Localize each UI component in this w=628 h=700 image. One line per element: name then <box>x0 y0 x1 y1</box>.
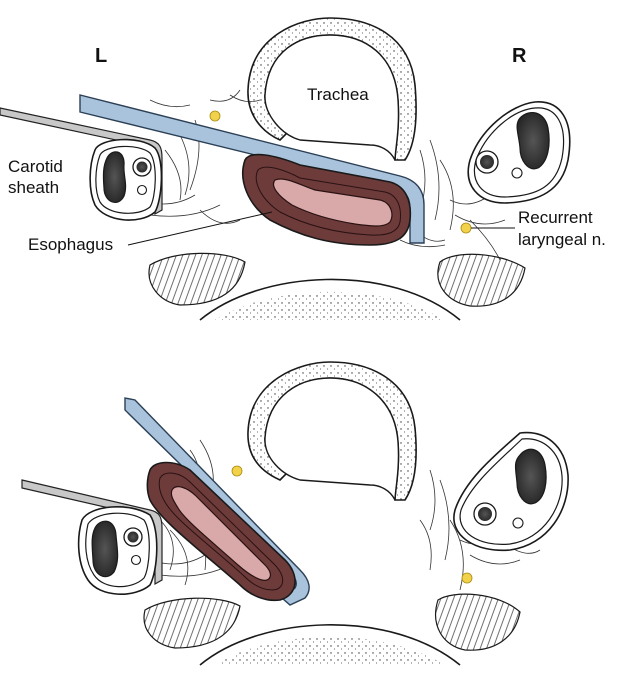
vertebral-body-bottom <box>215 636 445 665</box>
nerve-dot-left-bottom <box>231 465 243 477</box>
vertebral-body-outline-bottom <box>199 624 461 666</box>
nerve-dot-right-bottom <box>461 572 473 584</box>
side-label-left: L <box>95 45 107 67</box>
esophagus-leader-line <box>127 211 273 246</box>
trachea-bottom <box>247 361 417 501</box>
vertebral-body-outline <box>199 278 461 321</box>
trachea-label: Trachea <box>307 85 369 104</box>
carotid-sheath-right-bottom <box>453 431 569 552</box>
muscle-left-bottom <box>143 597 241 649</box>
nerve-label-1: Recurrent <box>518 208 593 227</box>
carotid-sheath-right <box>467 101 571 204</box>
esophagus <box>241 153 412 246</box>
muscle-right-bottom <box>435 593 521 651</box>
carotid-sheath-left <box>89 138 163 221</box>
panel-top: L R Trachea Carotid sheath <box>0 17 606 321</box>
esophagus-bottom <box>146 461 296 602</box>
carotid-sheath-left-bottom <box>77 505 158 595</box>
carotid-sheath-label-1: Carotid <box>8 157 63 176</box>
vertebral-body <box>215 291 445 320</box>
side-label-right: R <box>512 45 527 67</box>
panel-bottom <box>21 361 569 666</box>
nerve-dot-left <box>209 110 221 122</box>
esophagus-label: Esophagus <box>28 235 113 254</box>
muscle-left <box>148 252 246 306</box>
muscle-right <box>437 253 526 307</box>
nerve-label-2: laryngeal n. <box>518 230 606 249</box>
trachea: Trachea <box>247 17 417 161</box>
nerve-dot-right <box>460 222 472 234</box>
carotid-sheath-label-2: sheath <box>8 178 59 197</box>
